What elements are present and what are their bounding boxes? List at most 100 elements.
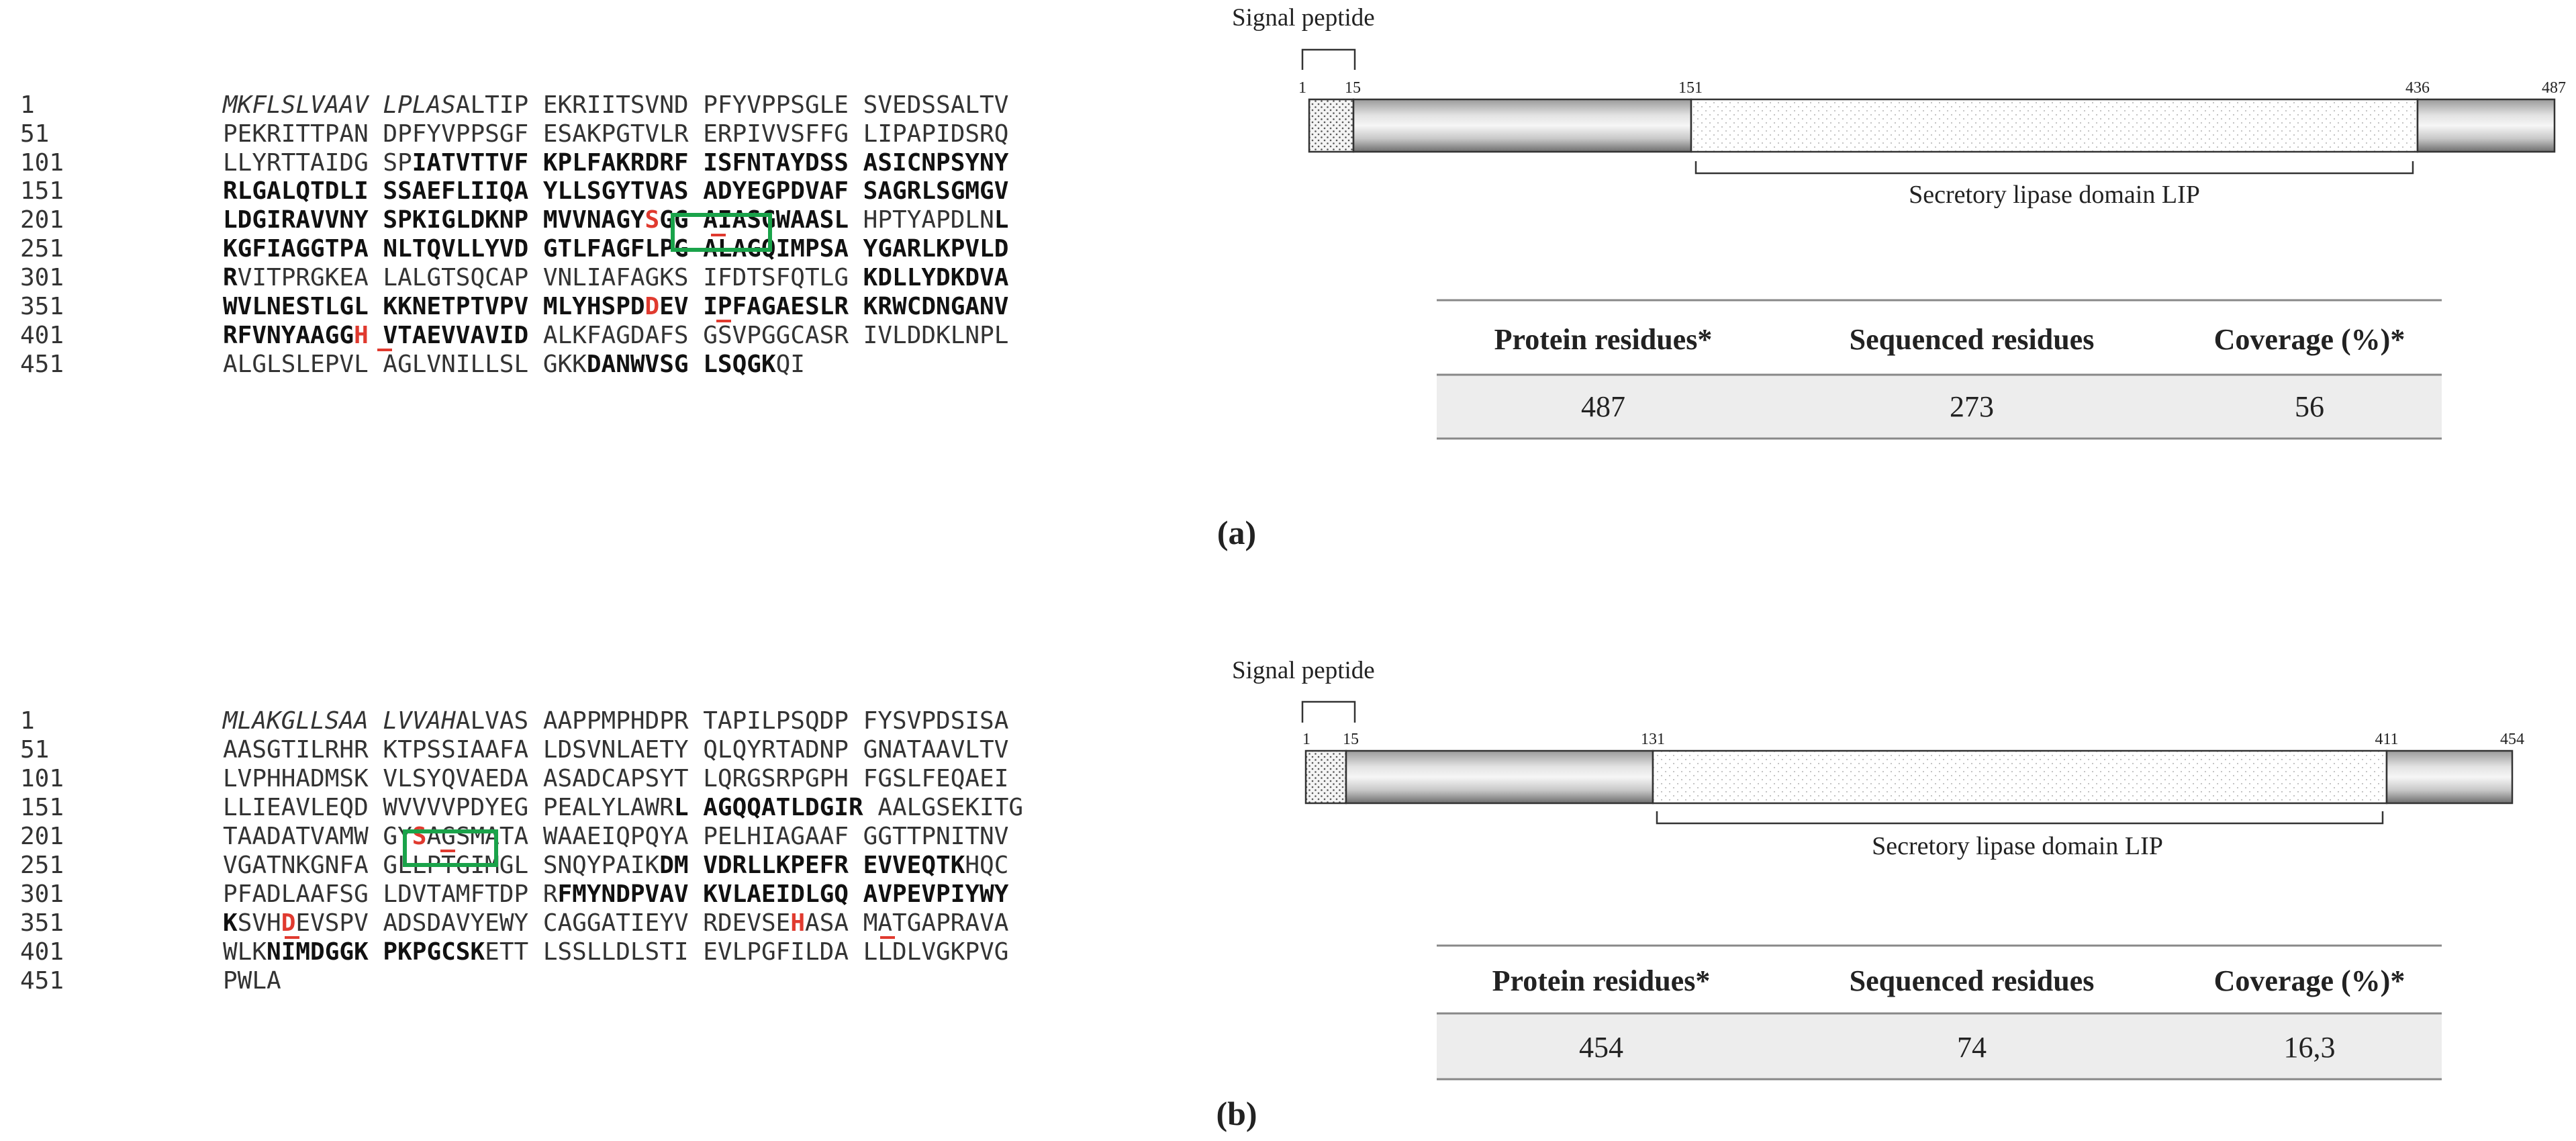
sequence-segment: VTAEVVAVID	[369, 322, 528, 349]
sequence-text: RLGALQTDLI SSAEFLIIQA YLLSGYTVAS ADYEGPD…	[223, 177, 1008, 205]
seq-line: 251 VGATNKGNFA GLLPTGIMGL SNQYPAIKDM VDRL…	[20, 852, 1008, 879]
table-cell: 273	[1950, 390, 1994, 423]
position-label: 15	[1345, 79, 1361, 97]
line-number: 301	[20, 264, 64, 291]
catalytic-residue: H	[790, 909, 805, 937]
line-number: 401	[20, 322, 64, 349]
sequence-text: MLAKGLLSAA LVVAHALVAS AAPPMPHDPR TAPILPS…	[222, 707, 1009, 735]
catalytic-residue: D	[645, 293, 660, 320]
table-cell: 16,3	[2284, 1031, 2336, 1064]
line-number: 151	[20, 794, 64, 821]
table-header: Protein residues*	[1492, 964, 1711, 997]
sequence-segment: NIMDGGK PKPGCSK	[267, 938, 485, 966]
sequence-segment: KDLLYDKDVA	[863, 264, 1009, 291]
position-label: 131	[1641, 731, 1665, 748]
sequence-segment: HQC	[965, 852, 1008, 879]
sequence-segment: PEKRITTPAN DPFYVPPSGF ESAKPGTVLR ERPIVVS…	[223, 120, 1008, 148]
seq-line: 301 RVITPRGKEA LALGTSQCAP VNLIAFAGKS IFDT…	[20, 264, 1009, 291]
coverage-table-b: Protein residues* Sequenced residues Cov…	[1437, 944, 2442, 1081]
panel-caption: (b)	[1216, 1095, 1257, 1132]
position-label: 487	[2542, 79, 2566, 97]
catalytic-residue: S	[645, 206, 660, 234]
table-cell: 487	[1581, 390, 1625, 423]
sequence-b: 1 MLAKGLLSAA LVVAHALVAS AAPPMPHDPR TAPILP…	[20, 707, 1023, 995]
catalytic-residue: S	[412, 823, 427, 850]
sequence-text: ALGLSLEPVL AGLVNILLSL GKKDANWVSG LSQGKQI	[223, 351, 805, 378]
sequence-segment: RLGALQTDLI SSAEFLIIQA YLLSGYTVAS ADYEGPD…	[223, 177, 1008, 205]
sequence-segment: QI	[776, 351, 805, 378]
sequence-segment: HPTYAPDLN	[849, 206, 994, 234]
sequence-segment: K	[223, 909, 238, 937]
lipase-domain-segment	[1652, 749, 2388, 805]
line-number: 251	[20, 852, 64, 879]
sequence-text: TAADATVAMW GYSAGSMATA WAAEIQPQYA PELHIAG…	[223, 823, 1008, 850]
signal-peptide-label: Signal peptide	[1232, 657, 1375, 684]
signal-bracket	[1301, 48, 1356, 70]
position-label: 15	[1343, 731, 1359, 748]
sequence-text: PWLA	[223, 967, 281, 995]
sequence-segment: R	[223, 264, 238, 291]
protein-segment	[1345, 749, 1654, 805]
sequence-segment: ETT LSSLLDLSTI EVLPGFILDA LLDLVGKPVG	[485, 938, 1008, 966]
sequence-segment: VITPRGKEA LALGTSQCAP VNLIAFAGKS IFDTSFQT…	[238, 264, 863, 291]
seq-line: 201 TAADATVAMW GYSAGSMATA WAAEIQPQYA PELH…	[20, 823, 1008, 850]
sequence-segment: GG AIASGWAASL	[659, 206, 849, 234]
sequence-segment: MKFLSLVAAV LPLAS	[222, 91, 456, 119]
sequence-segment: MLAKGLLSAA LVVAH	[222, 707, 456, 735]
table-header: Sequenced residues	[1850, 323, 2095, 356]
sequence-segment: ALKFAGDAFS GSVPGGCASR IVLDDKLNPL	[528, 322, 1008, 349]
signal-peptide-segment	[1308, 98, 1355, 153]
catalytic-underline	[880, 936, 895, 939]
lipase-domain-segment	[1690, 98, 2419, 153]
seq-line: 451 ALGLSLEPVL AGLVNILLSL GKKDANWVSG LSQG…	[20, 351, 805, 378]
position-label: 1	[1298, 79, 1306, 97]
line-number: 201	[20, 206, 64, 234]
line-number: 101	[20, 149, 64, 177]
panel-caption: (a)	[1217, 514, 1256, 551]
table-cell: 56	[2295, 390, 2324, 423]
protein-segment	[2416, 98, 2556, 153]
sequence-segment: ALGLSLEPVL AGLVNILLSL GKK	[223, 351, 587, 378]
table-header: Coverage (%)*	[2214, 964, 2405, 997]
sequence-text: KGFIAGGTPA NLTQVLLYVD GTLFAGFLPG ALAGQIM…	[223, 235, 1008, 263]
coverage-table-a: Protein residues* Sequenced residues Cov…	[1437, 299, 2442, 440]
position-label: 411	[2375, 731, 2398, 748]
domain-label: Secretory lipase domain LIP	[1909, 181, 2200, 209]
line-number: 51	[20, 736, 49, 764]
line-number: 151	[20, 177, 64, 205]
motif-box	[671, 213, 772, 252]
sequence-segment: PFADLAAFSG LDVTAMFTDP R	[223, 880, 558, 908]
line-number: 201	[20, 823, 64, 850]
domain-label: Secretory lipase domain LIP	[1872, 832, 2163, 860]
line-number: 1	[20, 707, 35, 735]
position-label: 151	[1678, 79, 1703, 97]
protein-segment	[1352, 98, 1692, 153]
sequence-text: RFVNYAAGGH VTAEVVAVID ALKFAGDAFS GSVPGGC…	[223, 322, 1008, 349]
sequence-segment: KGFIAGGTPA NLTQVLLYVD GTLFAGFLPG ALAGQIM…	[223, 235, 1008, 263]
sequence-segment: DANWVSG LSQGK	[587, 351, 776, 378]
seq-line: 1 MLAKGLLSAA LVVAHALVAS AAPPMPHDPR TAPILP…	[20, 707, 1009, 735]
sequence-text: LDGIRAVVNY SPKIGLDKNP MVVNAGYSGG AIASGWA…	[223, 206, 1008, 234]
protein-segment	[2385, 749, 2514, 805]
line-number: 401	[20, 938, 64, 966]
table-header: Sequenced residues	[1850, 964, 2095, 997]
sequence-text: WVLNESTLGL KKNETPTVPV MLYHSPDDEV IPFAGAE…	[223, 293, 1008, 320]
sequence-segment: EVSPV ADSDAVYEWY CAGGATIEYV RDEVSE	[295, 909, 790, 937]
sequence-segment: EV IPFAGAESLR KRWCDNGANV	[659, 293, 1008, 320]
line-number: 451	[20, 351, 64, 378]
table-header: Protein residues*	[1494, 323, 1713, 356]
domain-diagram-a: Signal peptide 1 15 151 436 487 Secretor…	[1232, 4, 2566, 209]
seq-line: 401 RFVNYAAGGH VTAEVVAVID ALKFAGDAFS GSVP…	[20, 322, 1008, 349]
sequence-text: VGATNKGNFA GLLPTGIMGL SNQYPAIKDM VDRLLKP…	[223, 852, 1008, 879]
sequence-segment: PWLA	[223, 967, 281, 995]
position-label: 454	[2500, 731, 2524, 748]
